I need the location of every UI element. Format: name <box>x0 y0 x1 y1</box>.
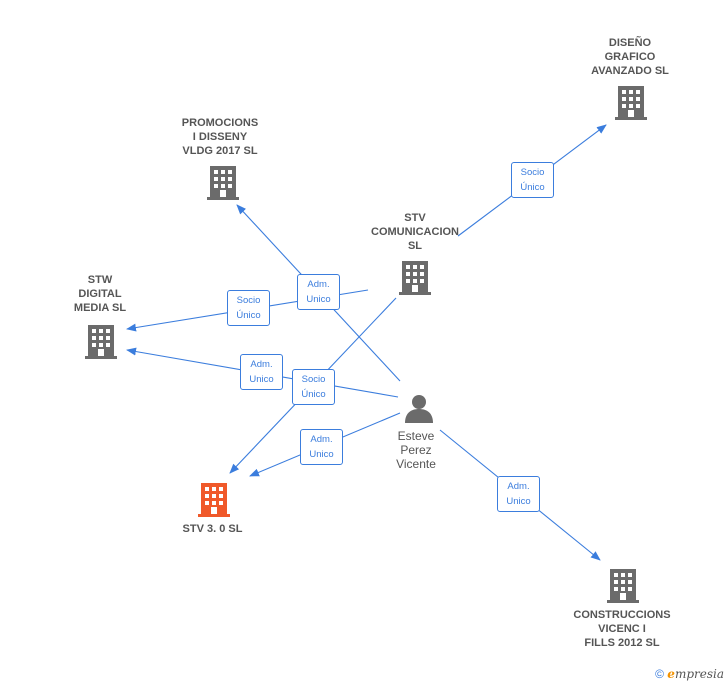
node-line: Vicente <box>396 457 436 471</box>
node-line: DISEÑO <box>608 37 652 49</box>
node-line: Esteve <box>397 429 435 443</box>
node-line: CONSTRUCCIONS <box>573 609 671 621</box>
edge-label-line: Unico <box>309 449 334 460</box>
edge-label-stvcom-stv30[interactable]: Socio Único <box>292 369 335 405</box>
node-line: STW <box>87 274 113 286</box>
edge-label-line: Adm. <box>507 481 530 492</box>
node-label-construccions[interactable]: CONSTRUCCIONS VICENC I FILLS 2012 SL <box>562 608 682 650</box>
building-icon-stv-comunicacion[interactable] <box>399 261 431 300</box>
node-line: FILLS 2012 SL <box>584 637 660 649</box>
node-line: AVANZADO SL <box>591 65 669 77</box>
edge-label-line: Unico <box>506 496 531 507</box>
brand-logo-rest: mpresia <box>674 667 724 681</box>
node-line: VICENC I <box>598 623 646 635</box>
edge-label-line: Adm. <box>310 434 333 445</box>
node-line: DIGITAL <box>78 288 122 300</box>
building-icon-stw[interactable] <box>85 325 117 364</box>
edge-label-esteve-stv30[interactable]: Adm. Unico <box>300 429 343 465</box>
edge-label-esteve-constr[interactable]: Adm. Unico <box>497 476 540 512</box>
node-line: STV 3. 0 SL <box>182 523 243 535</box>
edge-label-line: Adm. <box>250 359 273 370</box>
edge-label-esteve-promo[interactable]: Adm. Unico <box>297 274 340 310</box>
node-line: STV <box>404 212 426 224</box>
edge-label-line: Socio <box>520 167 545 178</box>
building-icon-diseno[interactable] <box>615 86 647 125</box>
edge-label-esteve-stw[interactable]: Adm. Unico <box>240 354 283 390</box>
node-line: I DISSENY <box>192 131 248 143</box>
edge-label-line: Socio <box>301 374 326 385</box>
node-label-stw[interactable]: STW DIGITAL MEDIA SL <box>50 273 150 315</box>
node-line: VLDG 2017 SL <box>182 145 258 157</box>
copyright-symbol: © <box>655 667 664 681</box>
node-line: PROMOCIONS <box>181 117 259 129</box>
edge-label-line: Unico <box>249 374 274 385</box>
node-line: MEDIA SL <box>73 302 127 314</box>
node-line: COMUNICACION <box>371 226 459 238</box>
building-icon-stv30[interactable] <box>198 483 230 522</box>
edge-label-line: Adm. <box>307 279 330 290</box>
node-line: SL <box>407 240 423 252</box>
node-line: GRAFICO <box>604 51 656 63</box>
brand-logo-e: e <box>667 667 675 681</box>
person-icon[interactable] <box>404 393 434 428</box>
footer-brand[interactable]: © empresia <box>655 667 724 681</box>
node-line: Perez <box>400 443 432 457</box>
building-icon-promocions[interactable] <box>207 166 239 205</box>
node-label-stv-comunicacion[interactable]: STV COMUNICACION SL <box>355 211 475 253</box>
edge-label-line: Único <box>236 310 261 321</box>
node-label-stv30[interactable]: STV 3. 0 SL <box>155 522 270 536</box>
building-icon-construccions[interactable] <box>607 569 639 608</box>
edge-label-stvcom-diseno[interactable]: Socio Único <box>511 162 554 198</box>
node-label-promocions[interactable]: PROMOCIONS I DISSENY VLDG 2017 SL <box>160 116 280 158</box>
edge-label-line: Único <box>520 182 545 193</box>
edge-label-line: Unico <box>306 294 331 305</box>
node-label-esteve[interactable]: Esteve Perez Vicente <box>376 429 456 471</box>
node-label-diseno[interactable]: DISEÑO GRAFICO AVANZADO SL <box>575 36 685 78</box>
brand-logo: empresia <box>667 667 724 681</box>
edge-label-line: Único <box>301 389 326 400</box>
edge-label-line: Socio <box>236 295 261 306</box>
edge-label-stvcom-stw[interactable]: Socio Único <box>227 290 270 326</box>
